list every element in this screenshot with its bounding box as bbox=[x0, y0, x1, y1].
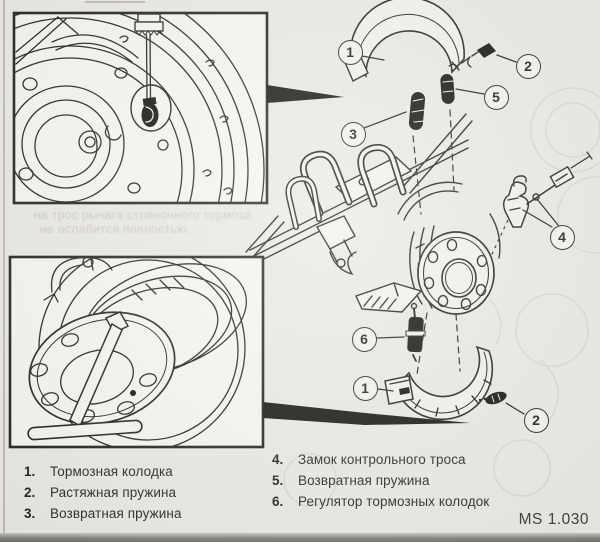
legend-item-6-label: Регулятор тормозных колодок bbox=[298, 494, 490, 509]
callout-return-spring-right: 5 bbox=[483, 84, 509, 110]
legend-item-5-number: 5. bbox=[272, 473, 284, 488]
page-bottom-shadow bbox=[0, 533, 600, 542]
return-spring-5-drawing bbox=[440, 63, 459, 104]
callout-cable-lock: 4 bbox=[549, 224, 575, 250]
callout-upper-shoe-number: 1 bbox=[346, 44, 354, 60]
legend-item-1: 1. Тормозная колодка bbox=[24, 461, 182, 482]
leaf-spring-drawing bbox=[245, 113, 473, 276]
wheel-flange-drawing bbox=[28, 311, 176, 425]
legend-item-2-label: Растяжная пружина bbox=[50, 485, 177, 500]
ghost-artifacts bbox=[283, 87, 600, 507]
u-bolt-clamps bbox=[285, 144, 407, 230]
inset-arrow-upper bbox=[267, 85, 344, 103]
callout-adjuster-number: 6 bbox=[360, 331, 368, 347]
legend-item-6-number: 6. bbox=[272, 494, 284, 509]
inset-arrow-lower bbox=[263, 402, 470, 425]
return-spring-3-drawing bbox=[408, 92, 426, 130]
legend-left-column: 1. Тормозная колодка 2. Растяжная пружин… bbox=[24, 461, 182, 524]
cable-lock-drawing bbox=[491, 151, 593, 255]
legend-item-2: 2. Растяжная пружина bbox=[24, 482, 182, 503]
callout-leaders bbox=[361, 54, 559, 415]
legend-item-1-number: 1. bbox=[24, 464, 36, 479]
screwdriver-tool-drawing bbox=[130, 14, 172, 132]
upper-brake-shoe-drawing bbox=[340, 0, 465, 82]
callout-upper-spring-clip-number: 2 bbox=[524, 58, 532, 74]
spring-clip-drawing bbox=[461, 43, 496, 68]
legend-item-2-number: 2. bbox=[24, 485, 36, 500]
callout-return-spring-left-number: 3 bbox=[349, 126, 357, 142]
lower-spring-drawing bbox=[478, 391, 507, 405]
legend-item-3-label: Возвратная пружина bbox=[50, 506, 182, 521]
callout-lower-shoe-number: 1 bbox=[361, 380, 369, 396]
callout-lower-shoe: 1 bbox=[352, 375, 378, 401]
anchor-bracket-drawing bbox=[355, 282, 423, 313]
callout-cable-lock-number: 4 bbox=[558, 229, 566, 245]
legend-right-column: 4. Замок контрольного троса 5. Возвратна… bbox=[272, 449, 489, 512]
callout-upper-spring-clip: 2 bbox=[515, 53, 541, 79]
adjuster-drawing bbox=[405, 302, 426, 362]
legend-item-4-label: Замок контрольного троса bbox=[298, 452, 466, 467]
t-handle-tool-drawing bbox=[27, 311, 143, 441]
legend-item-5-label: Возвратная пружина bbox=[298, 473, 430, 488]
exploded-diagram bbox=[245, 0, 593, 421]
lower-brake-shoe-drawing bbox=[384, 345, 494, 421]
figure-code: MS 1.030 bbox=[518, 511, 589, 528]
legend-item-6: 6. Регулятор тормозных колодок bbox=[272, 491, 489, 512]
callout-return-spring-right-number: 5 bbox=[492, 89, 500, 105]
top-inset-figure bbox=[12, 11, 269, 205]
callout-lower-spring: 2 bbox=[523, 407, 549, 433]
legend-item-3: 3. Возвратная пружина bbox=[24, 503, 182, 524]
callout-adjuster: 6 bbox=[351, 326, 377, 352]
page-left-edge bbox=[3, 0, 5, 542]
legend-item-4: 4. Замок контрольного троса bbox=[272, 449, 489, 470]
callout-return-spring-left: 3 bbox=[340, 121, 366, 147]
legend-item-3-number: 3. bbox=[24, 506, 36, 521]
legend-item-1-label: Тормозная колодка bbox=[50, 464, 173, 479]
assembly-dashed-lines bbox=[412, 109, 461, 375]
legend-item-5: 5. Возвратная пружина bbox=[272, 470, 489, 491]
callout-upper-shoe: 1 bbox=[337, 39, 363, 65]
legend-item-4-number: 4. bbox=[272, 452, 284, 467]
hub-flange-drawing bbox=[417, 231, 495, 315]
ghost-text-line-2: не ослабится полностью. bbox=[40, 222, 191, 236]
ghost-text-line-1: на трос рычага стояночного тормоза bbox=[34, 208, 252, 222]
callout-lower-spring-number: 2 bbox=[532, 412, 540, 428]
bottom-inset-figure bbox=[8, 255, 265, 449]
